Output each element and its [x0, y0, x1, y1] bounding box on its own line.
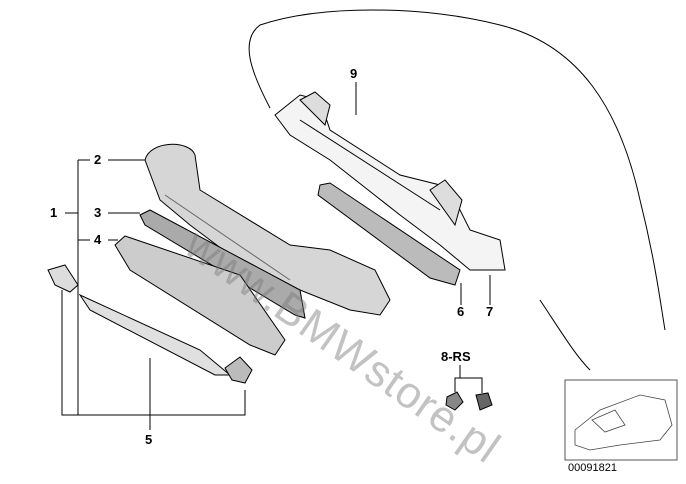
- vehicle-thumbnail: [564, 379, 678, 461]
- part-9-frame: [274, 91, 506, 271]
- callout-7[interactable]: 7: [486, 304, 494, 319]
- callout-4[interactable]: 4: [94, 232, 102, 247]
- part-6-strip: [317, 182, 461, 286]
- part-4-panel: [114, 235, 286, 356]
- callout-9[interactable]: 9: [350, 66, 358, 81]
- part-5-end-right: [224, 356, 253, 384]
- callout-8-rs[interactable]: 8-RS: [441, 349, 471, 364]
- part-8-clip-left: [445, 391, 464, 411]
- part-3-strip: [139, 209, 306, 319]
- callout-6[interactable]: 6: [457, 304, 465, 319]
- thumbnail-code: 00091821: [568, 462, 617, 474]
- leader-lines: [61, 82, 491, 430]
- seat-backrest-outline: [248, 9, 666, 331]
- callout-1[interactable]: 1: [50, 205, 58, 220]
- part-5-trim: [78, 293, 232, 376]
- callout-3[interactable]: 3: [94, 205, 102, 220]
- part-5-end-left: [47, 264, 79, 293]
- callout-5[interactable]: 5: [145, 432, 153, 447]
- seat-backrest-lower: [539, 299, 591, 371]
- part-8-clip-right: [475, 392, 493, 411]
- callout-2[interactable]: 2: [94, 152, 102, 167]
